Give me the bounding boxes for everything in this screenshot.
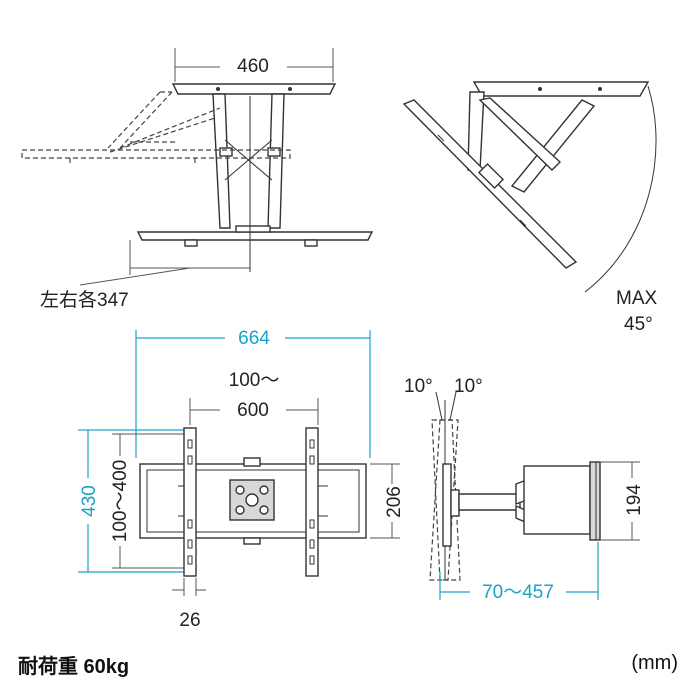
arm-right-top [267, 93, 285, 229]
side-arm [458, 493, 521, 511]
angle-view: MAX 45° [402, 81, 658, 335]
rail-left [183, 427, 197, 577]
load-capacity: 耐荷重 60kg [18, 656, 130, 678]
outer-height-label: 430 [79, 485, 100, 517]
front-view: 664 100～ 600 430 100～400 [78, 328, 405, 631]
rail-holes [187, 439, 315, 565]
top-view: 460 左右各347 [21, 48, 374, 311]
pitch-bottom-label: 600 [237, 400, 269, 421]
tilt-right-label: 10° [454, 376, 483, 397]
swung-plate [21, 149, 291, 159]
bracket-height-label: 194 [624, 484, 645, 516]
depth-label: 70～457 [482, 582, 554, 603]
swing-arc [584, 85, 657, 293]
wall-bracket [523, 465, 591, 535]
pitch-top-label: 100～ [229, 370, 280, 391]
angle-label: 45° [624, 314, 653, 335]
tilt-left-label: 10° [404, 376, 433, 397]
wall-plate-top [171, 83, 337, 95]
top-width-label: 460 [237, 56, 269, 77]
rail-width-label: 26 [179, 610, 200, 631]
max-label: MAX [616, 288, 658, 309]
outer-width-label: 664 [238, 328, 270, 349]
vertical-pitch-label: 100～400 [110, 460, 131, 542]
swing-label: 左右各347 [40, 289, 129, 311]
wall-plate-angle [472, 81, 650, 97]
plate-height-label: 206 [384, 486, 405, 518]
arm-left-top [212, 93, 231, 229]
rail-right [305, 427, 319, 577]
swung-arm [107, 91, 173, 149]
tilt-outline [431, 419, 461, 581]
side-view: 10° 10° 194 70～457 [404, 376, 645, 603]
tv-plate-top [136, 231, 374, 241]
unit-label: (mm) [631, 652, 678, 674]
